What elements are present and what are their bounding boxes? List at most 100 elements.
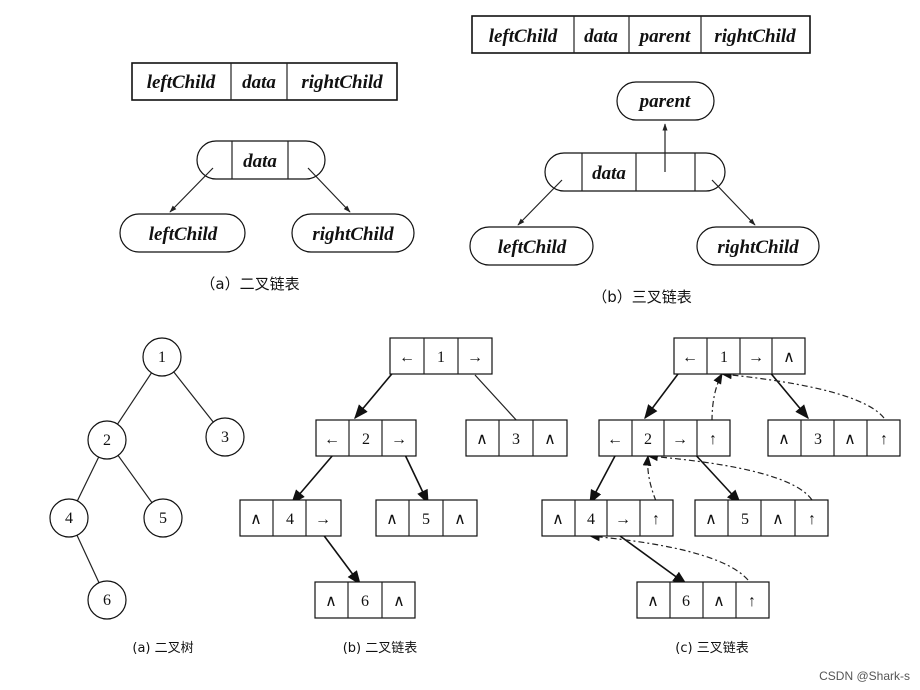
- svg-text:5: 5: [159, 510, 167, 527]
- caption-triple-linked-list: (c) 三叉链表: [675, 641, 748, 656]
- pointer-arrow: [619, 535, 688, 585]
- left-child-node: leftChild: [469, 226, 594, 266]
- svg-text:2: 2: [103, 432, 111, 449]
- svg-text:↑: ↑: [748, 593, 756, 610]
- svg-text:∧: ∧: [844, 431, 856, 448]
- right-child-label: rightChild: [312, 224, 394, 245]
- header-field-data: data: [242, 72, 276, 93]
- left-child-node: leftChild: [119, 213, 246, 253]
- triple-linked-list-diagram: ← 1 → ∧ ← 2 → ↑ ∧ 3 ∧ ↑ ∧ 4 →: [541, 337, 901, 656]
- top-left-binary-node-diagram: leftChild data rightChild data leftChild…: [119, 62, 415, 293]
- header-field-leftchild: leftChild: [147, 72, 216, 93]
- binary-tree-diagram: 1 2 3 4 5 6 (a) 二叉树: [49, 337, 245, 656]
- svg-text:3: 3: [512, 431, 520, 448]
- svg-text:1: 1: [158, 349, 166, 366]
- top-left-node: data: [196, 140, 326, 180]
- tree-node: 3: [205, 417, 245, 457]
- header-field-parent: parent: [638, 26, 691, 47]
- svg-text:→: →: [672, 431, 688, 448]
- list-node-4: ∧ 4 →: [239, 499, 342, 537]
- list-node-5: ∧ 5 ∧: [375, 499, 478, 537]
- svg-text:∧: ∧: [552, 511, 564, 528]
- list-node-6: ∧ 6 ∧: [314, 581, 416, 619]
- svg-text:∧: ∧: [705, 511, 717, 528]
- svg-text:∧: ∧: [778, 431, 790, 448]
- svg-text:→: →: [748, 349, 764, 366]
- svg-text:↑: ↑: [709, 431, 717, 448]
- svg-text:∧: ∧: [454, 511, 466, 528]
- tree-node: 1: [142, 337, 182, 377]
- svg-text:1: 1: [720, 349, 728, 366]
- svg-text:→: →: [315, 511, 331, 528]
- tree-node: 2: [87, 420, 127, 460]
- svg-text:∧: ∧: [386, 511, 398, 528]
- svg-text:←: ←: [682, 349, 698, 366]
- header-field-leftchild: leftChild: [489, 26, 558, 47]
- right-child-node: rightChild: [696, 226, 820, 266]
- svg-text:4: 4: [286, 511, 294, 528]
- svg-text:4: 4: [587, 511, 595, 528]
- tree-node: 5: [143, 498, 183, 538]
- left-pointer-arrow: [517, 179, 563, 226]
- pointer-arrow: [321, 532, 361, 586]
- node-data-field: data: [592, 163, 626, 184]
- svg-text:6: 6: [682, 593, 690, 610]
- parent-pointer-arrow: [646, 452, 813, 501]
- svg-text:∧: ∧: [544, 431, 556, 448]
- caption-binary-linked-list: (b) 二叉链表: [343, 641, 418, 656]
- svg-text:→: →: [391, 431, 407, 448]
- triple-node-5: ∧ 5 ∧ ↑: [694, 499, 829, 537]
- node-data-field: data: [243, 151, 277, 172]
- triple-node-2: ← 2 → ↑: [598, 419, 731, 457]
- svg-text:↑: ↑: [652, 511, 660, 528]
- watermark-text: CSDN @Shark-s: [819, 669, 910, 683]
- svg-text:5: 5: [741, 511, 749, 528]
- right-child-node: rightChild: [291, 213, 415, 253]
- tree-node: 6: [87, 580, 127, 620]
- svg-text:1: 1: [437, 349, 445, 366]
- caption-binary-tree: (a) 二叉树: [132, 641, 193, 656]
- caption-top-left: （a）二叉链表: [200, 275, 299, 293]
- triple-node-3: ∧ 3 ∧ ↑: [767, 419, 901, 457]
- svg-text:∧: ∧: [783, 349, 795, 366]
- top-left-header-record: leftChild data rightChild: [131, 62, 398, 101]
- top-right-node: data: [544, 152, 726, 192]
- header-field-rightchild: rightChild: [714, 26, 796, 47]
- svg-text:←: ←: [324, 431, 340, 448]
- svg-text:2: 2: [644, 431, 652, 448]
- svg-text:↑: ↑: [880, 431, 888, 448]
- svg-text:6: 6: [361, 593, 369, 610]
- svg-text:∧: ∧: [647, 593, 659, 610]
- right-child-label: rightChild: [717, 237, 799, 258]
- list-node-3: ∧ 3 ∧: [465, 419, 568, 457]
- list-node-2: ← 2 →: [315, 419, 417, 457]
- svg-text:6: 6: [103, 592, 111, 609]
- triple-node-1: ← 1 → ∧: [673, 337, 806, 375]
- header-field-data: data: [584, 26, 618, 47]
- tree-node: 4: [49, 498, 89, 538]
- svg-text:∧: ∧: [772, 511, 784, 528]
- svg-text:∧: ∧: [713, 593, 725, 610]
- svg-text:↑: ↑: [808, 511, 816, 528]
- triple-node-6: ∧ 6 ∧ ↑: [636, 581, 770, 619]
- left-child-label: leftChild: [498, 237, 567, 258]
- header-field-rightchild: rightChild: [301, 72, 383, 93]
- parent-label: parent: [638, 91, 691, 112]
- caption-top-right: （b）三叉链表: [592, 288, 692, 306]
- parent-pointer-arrow: [642, 454, 657, 502]
- svg-text:∧: ∧: [250, 511, 262, 528]
- svg-text:2: 2: [362, 431, 370, 448]
- svg-text:→: →: [615, 511, 631, 528]
- parent-pointer-arrow: [720, 370, 885, 419]
- left-child-label: leftChild: [149, 224, 218, 245]
- svg-text:∧: ∧: [325, 593, 337, 610]
- parent-node: parent: [616, 81, 715, 121]
- binary-linked-list-diagram: ← 1 → ← 2 → ∧ 3 ∧ ∧ 4 →: [239, 337, 568, 656]
- right-pointer-arrow: [307, 167, 351, 213]
- svg-text:∧: ∧: [476, 431, 488, 448]
- svg-text:←: ←: [607, 431, 623, 448]
- svg-text:∧: ∧: [393, 593, 405, 610]
- list-node-1: ← 1 →: [389, 337, 493, 375]
- svg-text:→: →: [467, 349, 483, 366]
